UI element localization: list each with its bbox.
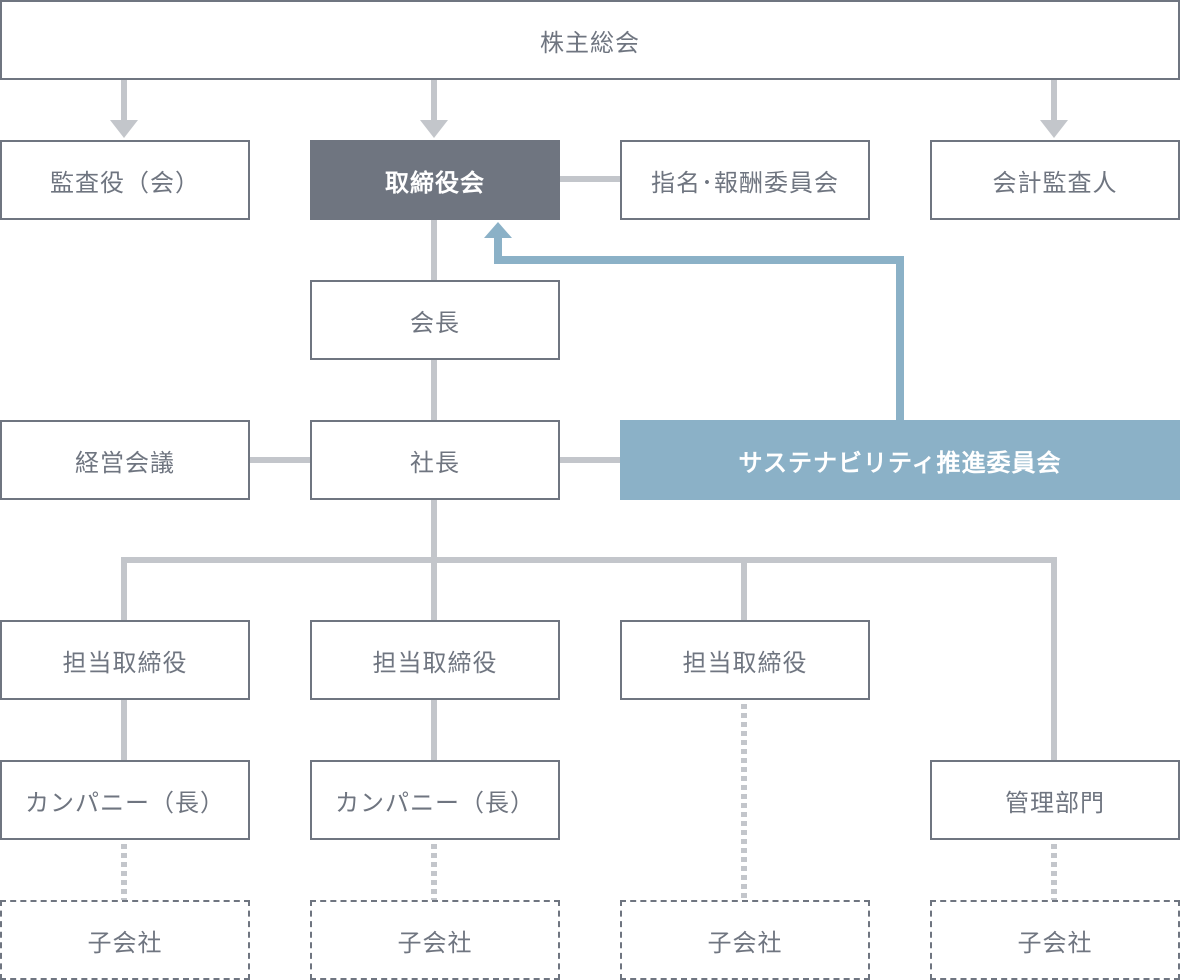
report-arrow-head — [484, 222, 512, 238]
node-accounting-auditor: 会計監査人 — [930, 140, 1180, 220]
node-officer-1: 担当取締役 — [0, 620, 250, 700]
node-nomination-committee: 指名･報酬委員会 — [620, 140, 870, 220]
node-auditors: 監査役（会） — [0, 140, 250, 220]
node-officer-3: 担当取締役 — [620, 620, 870, 700]
report-arrow-line — [494, 238, 904, 420]
node-chairman: 会長 — [310, 280, 560, 360]
node-president: 社長 — [310, 420, 560, 500]
node-subsidiary-2: 子会社 — [310, 900, 560, 980]
node-shareholders: 株主総会 — [0, 0, 1180, 80]
node-sustainability-committee: サステナビリティ推進委員会 — [620, 420, 1180, 500]
connector-bus — [121, 557, 1057, 760]
node-subsidiary-4: 子会社 — [930, 900, 1180, 980]
node-company-1: カンパニー（長） — [0, 760, 250, 840]
node-subsidiary-3: 子会社 — [620, 900, 870, 980]
arrow-accounting — [1040, 120, 1068, 138]
node-subsidiary-1: 子会社 — [0, 900, 250, 980]
node-board: 取締役会 — [310, 140, 560, 220]
node-admin-division: 管理部門 — [930, 760, 1180, 840]
node-management-meeting: 経営会議 — [0, 420, 250, 500]
arrow-auditors — [110, 120, 138, 138]
node-officer-2: 担当取締役 — [310, 620, 560, 700]
node-company-2: カンパニー（長） — [310, 760, 560, 840]
arrow-board — [420, 120, 448, 138]
